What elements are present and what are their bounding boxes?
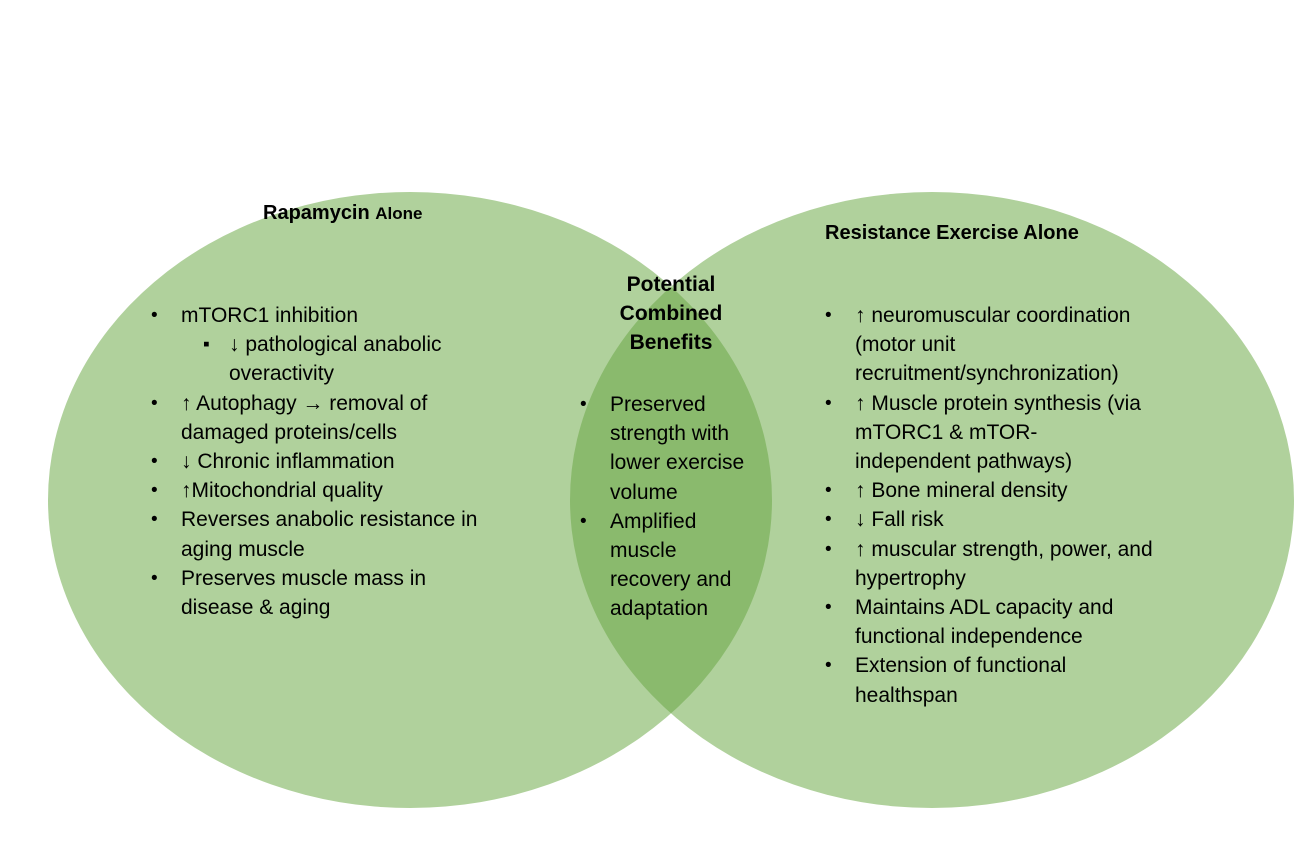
left-title-main: Rapamycin bbox=[263, 202, 370, 224]
list-subitem: ↓ pathological anabolic overactivity bbox=[145, 330, 499, 388]
list-item: mTORC1 inhibition bbox=[145, 301, 545, 330]
center-title-line: Potential bbox=[626, 273, 716, 296]
list-item: ↓ Fall risk bbox=[819, 505, 1199, 534]
list-item: Amplified muscle recovery and adaptation bbox=[574, 507, 760, 624]
list-item: ↑ Autophagy → removal of damaged protein… bbox=[145, 389, 481, 447]
center-title-line: Benefits bbox=[629, 331, 713, 354]
center-title: Potential Combined Benefits bbox=[560, 270, 782, 357]
list-item: Reverses anabolic resistance in aging mu… bbox=[145, 505, 511, 563]
left-title-suffix: Alone bbox=[375, 204, 423, 223]
list-item: ↑ Muscle protein synthesis (via mTORC1 &… bbox=[819, 389, 1145, 477]
right-circle-title: Resistance Exercise Alone bbox=[825, 222, 1079, 244]
list-item: ↑ muscular strength, power, and hypertro… bbox=[819, 535, 1185, 593]
right-benefits-list: ↑ neuromuscular coordination (motor unit… bbox=[819, 301, 1199, 710]
list-item: ↑ Bone mineral density bbox=[819, 476, 1199, 505]
list-item: Preserves muscle mass in disease & aging bbox=[145, 564, 481, 622]
list-item: Preserved strength with lower exercise v… bbox=[574, 390, 774, 507]
center-title-line: Combined bbox=[619, 302, 723, 325]
list-item: ↑Mitochondrial quality bbox=[145, 476, 545, 505]
center-benefits-list: Preserved strength with lower exercise v… bbox=[574, 390, 774, 624]
left-circle-title: Rapamycin Alone bbox=[263, 202, 423, 225]
list-item: ↑ neuromuscular coordination (motor unit… bbox=[819, 301, 1195, 389]
left-benefits-list: mTORC1 inhibition ↓ pathological anaboli… bbox=[145, 301, 545, 622]
list-item: Maintains ADL capacity and functional in… bbox=[819, 593, 1185, 651]
list-item: ↓ Chronic inflammation bbox=[145, 447, 545, 476]
list-item: Extension of functional healthspan bbox=[819, 651, 1135, 709]
